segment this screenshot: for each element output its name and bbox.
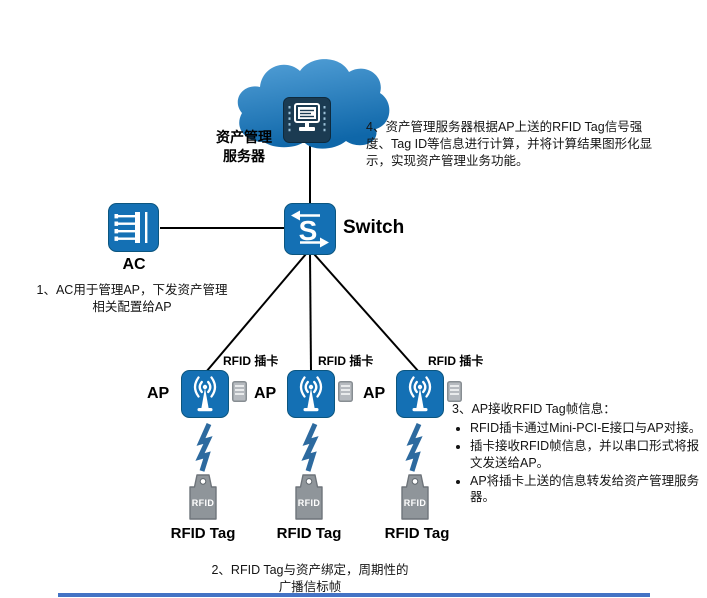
ap-icon-1 [181, 370, 229, 418]
link-switch-ap1 [205, 253, 307, 373]
rfid-tag-label-2: RFID Tag [276, 525, 342, 542]
rfid-card-label-2: RFID 插卡 [318, 354, 374, 368]
rfid-tag-label-1: RFID Tag [170, 525, 236, 542]
note-4: 4、资产管理服务器根据AP上送的RFID Tag信号强度、Tag ID等信息进行… [366, 120, 653, 168]
note3-bullets: RFID插卡通过Mini-PCI-E接口与AP对接。 插卡接收RFID帧信息，并… [452, 420, 706, 506]
server-label: 资产管理 服务器 [202, 128, 286, 166]
ap-label-1: AP [147, 385, 170, 402]
rfid-card-icon-1 [232, 381, 247, 402]
switch-label: Switch [343, 217, 405, 238]
server-label-line2: 服务器 [223, 148, 265, 164]
lightning-icon-3 [405, 422, 423, 472]
note-1: 1、AC用于管理AP，下发资产管理 相关配置给AP [26, 282, 238, 316]
link-switch-ap2 [309, 253, 312, 373]
switch-icon: S [284, 203, 336, 255]
rfid-tag-text-3: RFID [404, 498, 427, 508]
note2-line2: 广播信标帧 [278, 579, 342, 594]
ac-label: AC [122, 256, 146, 273]
server-label-line1: 资产管理 [216, 129, 272, 145]
rfid-tag-icon-3: RFID [401, 474, 429, 520]
note3-bullet: RFID插卡通过Mini-PCI-E接口与AP对接。 [470, 420, 706, 437]
rfid-card-label-1: RFID 插卡 [223, 354, 279, 368]
rfid-tag-text-1: RFID [192, 498, 215, 508]
switch-letter: S [299, 215, 318, 246]
rfid-tag-text-2: RFID [298, 498, 321, 508]
rfid-card-label-3: RFID 插卡 [428, 354, 484, 368]
note3-bullet: AP将插卡上送的信息转发给资产管理服务器。 [470, 473, 706, 507]
note2-line1: 2、RFID Tag与资产绑定，周期性的 [211, 563, 409, 577]
ap-label-2: AP [254, 385, 277, 402]
lightning-icon-2 [301, 422, 319, 472]
rfid-card-icon-2 [338, 381, 353, 402]
note1-line2: 相关配置给AP [92, 299, 172, 314]
ac-icon [108, 203, 159, 252]
ap-icon-3 [396, 370, 444, 418]
lightning-icon-1 [195, 422, 213, 472]
ap-label-3: AP [363, 385, 386, 402]
link-switch-ap3 [313, 253, 420, 373]
bottom-border [58, 593, 650, 597]
note1-line1: 1、AC用于管理AP，下发资产管理 [36, 283, 228, 297]
note-2: 2、RFID Tag与资产绑定，周期性的 广播信标帧 [198, 562, 422, 596]
note3-bullet: 插卡接收RFID帧信息，并以串口形式将报文发送给AP。 [470, 438, 706, 472]
server-icon [283, 97, 331, 143]
note3-title: 3、AP接收RFID Tag帧信息： [452, 402, 616, 416]
rfid-card-icon-3 [447, 381, 462, 402]
rfid-tag-label-3: RFID Tag [384, 525, 450, 542]
ap-icon-2 [287, 370, 335, 418]
rfid-tag-icon-2: RFID [295, 474, 323, 520]
rfid-tag-icon-1: RFID [189, 474, 217, 520]
note-3: 3、AP接收RFID Tag帧信息： RFID插卡通过Mini-PCI-E接口与… [452, 401, 706, 507]
